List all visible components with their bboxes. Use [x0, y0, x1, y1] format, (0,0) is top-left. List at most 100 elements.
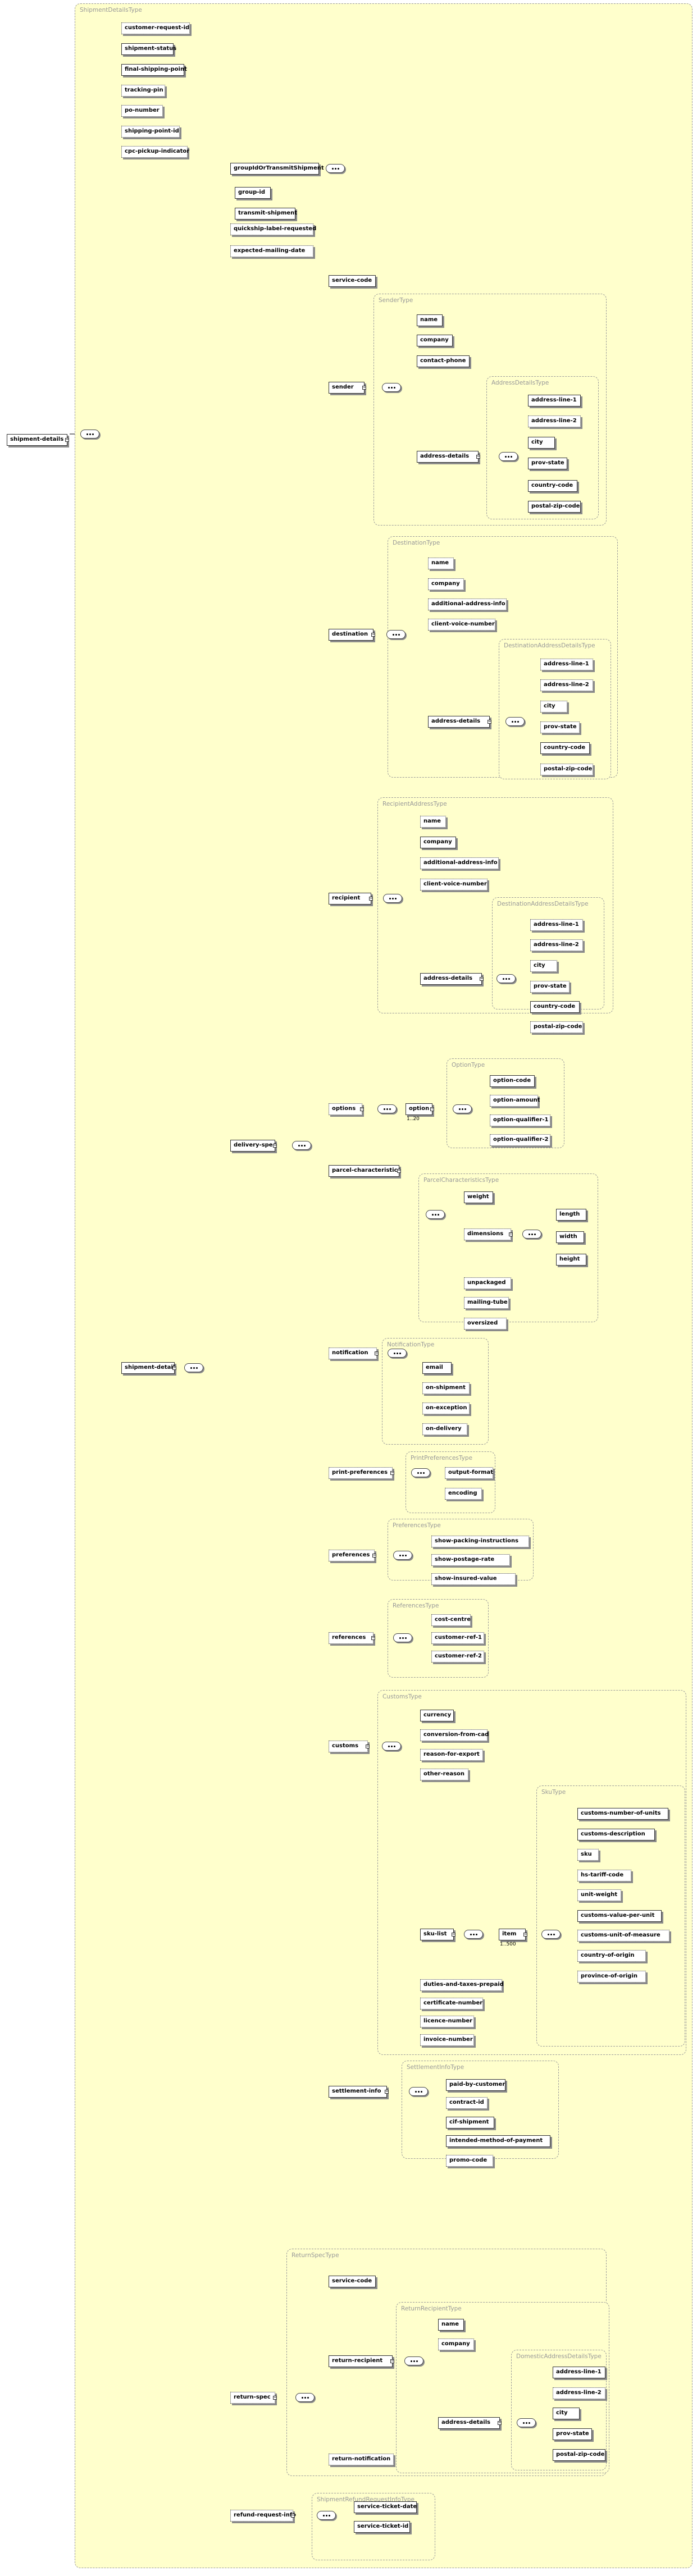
- schema-element[interactable]: shipment-status: [121, 43, 176, 55]
- collapse-toggle-icon[interactable]: −: [430, 1107, 434, 1111]
- schema-element[interactable]: notification: [329, 1348, 377, 1359]
- schema-element[interactable]: height: [556, 1254, 586, 1266]
- schema-element[interactable]: sender: [329, 382, 365, 394]
- schema-element[interactable]: address-details: [428, 716, 490, 728]
- collapse-toggle-icon[interactable]: −: [273, 2395, 277, 2400]
- schema-element[interactable]: on-exception: [422, 1403, 470, 1414]
- schema-element[interactable]: option-qualifier-2: [490, 1134, 550, 1146]
- schema-element[interactable]: city: [530, 960, 557, 972]
- collapse-toggle-icon[interactable]: −: [509, 1232, 513, 1236]
- schema-element[interactable]: service-code: [329, 2276, 376, 2287]
- schema-element[interactable]: client-voice-number: [428, 619, 495, 631]
- schema-element[interactable]: address-line-2: [528, 415, 581, 427]
- schema-element[interactable]: city: [540, 701, 567, 712]
- collapse-toggle-icon[interactable]: −: [273, 1143, 277, 1148]
- schema-element[interactable]: duties-and-taxes-prepaid: [420, 1979, 504, 1991]
- schema-element[interactable]: contract-id: [446, 2097, 488, 2109]
- collapse-toggle-icon[interactable]: −: [362, 385, 366, 390]
- schema-element[interactable]: company: [420, 837, 456, 848]
- schema-element[interactable]: prov-state: [530, 981, 570, 993]
- schema-element[interactable]: cif-shipment: [446, 2117, 494, 2129]
- schema-element[interactable]: company: [417, 335, 453, 346]
- collapse-toggle-icon[interactable]: −: [371, 1636, 375, 1640]
- schema-element[interactable]: return-recipient: [329, 2355, 393, 2367]
- schema-element[interactable]: dimensions: [464, 1228, 511, 1240]
- schema-element[interactable]: name: [420, 816, 446, 828]
- schema-element[interactable]: parcel-characteristics: [329, 1165, 401, 1177]
- collapse-toggle-icon[interactable]: −: [390, 1470, 394, 1475]
- schema-element[interactable]: name: [438, 2319, 464, 2331]
- schema-element[interactable]: address-line-2: [540, 679, 593, 691]
- collapse-toggle-icon[interactable]: −: [366, 1744, 370, 1748]
- schema-element[interactable]: final-shipping-point: [121, 64, 187, 76]
- schema-element[interactable]: customer-ref-2: [431, 1651, 484, 1662]
- schema-element[interactable]: cpc-pickup-indicator: [121, 146, 189, 158]
- schema-element[interactable]: hs-tariff-code: [577, 1870, 631, 1881]
- schema-element[interactable]: shipment-detail: [121, 1362, 175, 1374]
- schema-element[interactable]: customer-ref-1: [431, 1632, 484, 1644]
- schema-element[interactable]: customs-value-per-unit: [577, 1910, 662, 1922]
- schema-element[interactable]: weight: [464, 1191, 493, 1203]
- schema-element[interactable]: show-postage-rate: [431, 1554, 510, 1566]
- schema-element[interactable]: unpackaged: [464, 1277, 511, 1289]
- collapse-toggle-icon[interactable]: −: [372, 1553, 376, 1558]
- collapse-toggle-icon[interactable]: −: [369, 896, 373, 901]
- schema-element[interactable]: service-code: [329, 275, 376, 287]
- schema-element[interactable]: currency: [420, 1710, 454, 1721]
- schema-element[interactable]: sku: [577, 1849, 599, 1861]
- schema-element[interactable]: customs: [329, 1741, 368, 1752]
- schema-element[interactable]: country-code: [528, 480, 577, 492]
- collapse-toggle-icon[interactable]: −: [291, 2513, 295, 2518]
- schema-element[interactable]: return-notification: [329, 2454, 394, 2465]
- collapse-toggle-icon[interactable]: −: [452, 1932, 455, 1936]
- schema-element[interactable]: width: [556, 1231, 584, 1243]
- schema-element[interactable]: paid-by-customer: [446, 2079, 505, 2091]
- schema-element[interactable]: item: [499, 1929, 526, 1940]
- schema-element[interactable]: unit-weight: [577, 1889, 621, 1901]
- collapse-toggle-icon[interactable]: −: [375, 1351, 379, 1355]
- schema-element[interactable]: service-ticket-id: [354, 2521, 410, 2533]
- schema-element[interactable]: postal-zip-code: [528, 501, 581, 513]
- collapse-toggle-icon[interactable]: −: [371, 632, 375, 637]
- schema-element[interactable]: address-line-2: [553, 2387, 605, 2399]
- schema-element[interactable]: contact-phone: [417, 355, 470, 367]
- collapse-toggle-icon[interactable]: −: [523, 1932, 527, 1936]
- schema-element[interactable]: address-details: [420, 973, 482, 985]
- schema-element[interactable]: prov-state: [553, 2428, 592, 2440]
- schema-element[interactable]: address-details: [417, 451, 479, 463]
- schema-element[interactable]: customs-number-of-units: [577, 1808, 668, 1820]
- schema-element[interactable]: address-line-2: [530, 939, 583, 951]
- schema-element[interactable]: conversion-from-cad: [420, 1729, 489, 1741]
- schema-element[interactable]: shipping-point-id: [121, 126, 180, 138]
- collapse-toggle-icon[interactable]: −: [360, 1107, 364, 1111]
- schema-element[interactable]: refund-request-info: [230, 2510, 296, 2522]
- schema-element[interactable]: additional-address-info: [420, 857, 499, 869]
- schema-element[interactable]: company: [438, 2339, 474, 2350]
- schema-element[interactable]: address-line-1: [530, 919, 583, 931]
- schema-element[interactable]: prov-state: [528, 458, 567, 469]
- schema-element[interactable]: quickship-label-requested: [230, 223, 316, 235]
- schema-element[interactable]: prov-state: [540, 721, 580, 733]
- schema-element[interactable]: option-qualifier-1: [490, 1115, 550, 1126]
- schema-element[interactable]: option-amount: [490, 1095, 540, 1107]
- schema-element[interactable]: province-of-origin: [577, 1971, 646, 1983]
- schema-element[interactable]: encoding: [445, 1488, 482, 1500]
- schema-element[interactable]: postal-zip-code: [553, 2449, 605, 2461]
- schema-element[interactable]: certificate-number: [420, 1998, 483, 2009]
- collapse-toggle-icon[interactable]: −: [498, 2420, 502, 2425]
- schema-element[interactable]: name: [417, 314, 443, 326]
- collapse-toggle-icon[interactable]: −: [390, 2359, 394, 2363]
- schema-element[interactable]: preferences: [329, 1550, 375, 1561]
- schema-element[interactable]: oversized: [464, 1318, 507, 1330]
- collapse-toggle-icon[interactable]: −: [397, 1168, 401, 1173]
- schema-element[interactable]: return-spec: [230, 2392, 275, 2404]
- schema-element[interactable]: transmit-shipment: [235, 208, 297, 220]
- schema-element[interactable]: group-id: [235, 187, 271, 199]
- schema-element[interactable]: output-format: [445, 1467, 493, 1479]
- schema-element[interactable]: recipient: [329, 893, 371, 905]
- schema-element[interactable]: invoice-number: [420, 2034, 474, 2046]
- schema-element[interactable]: option-code: [490, 1075, 535, 1087]
- schema-element[interactable]: intended-method-of-payment: [446, 2135, 550, 2147]
- schema-element[interactable]: destination: [329, 629, 373, 641]
- schema-element[interactable]: promo-code: [446, 2155, 493, 2167]
